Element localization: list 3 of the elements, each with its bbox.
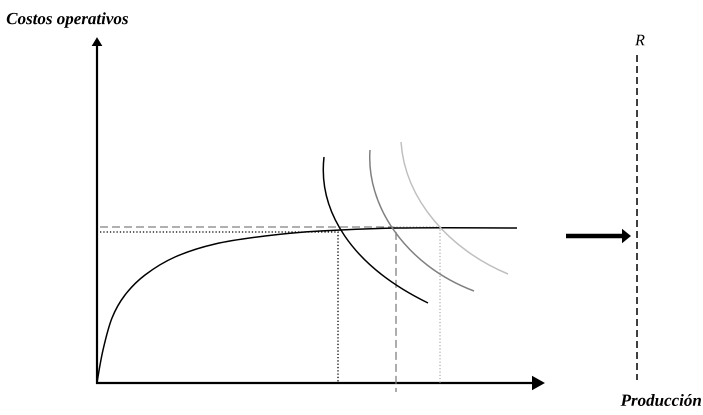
- axis-label: Costos operativos: [6, 12, 128, 28]
- limit-label: R: [635, 34, 645, 46]
- axis-label: Producción: [620, 394, 701, 406]
